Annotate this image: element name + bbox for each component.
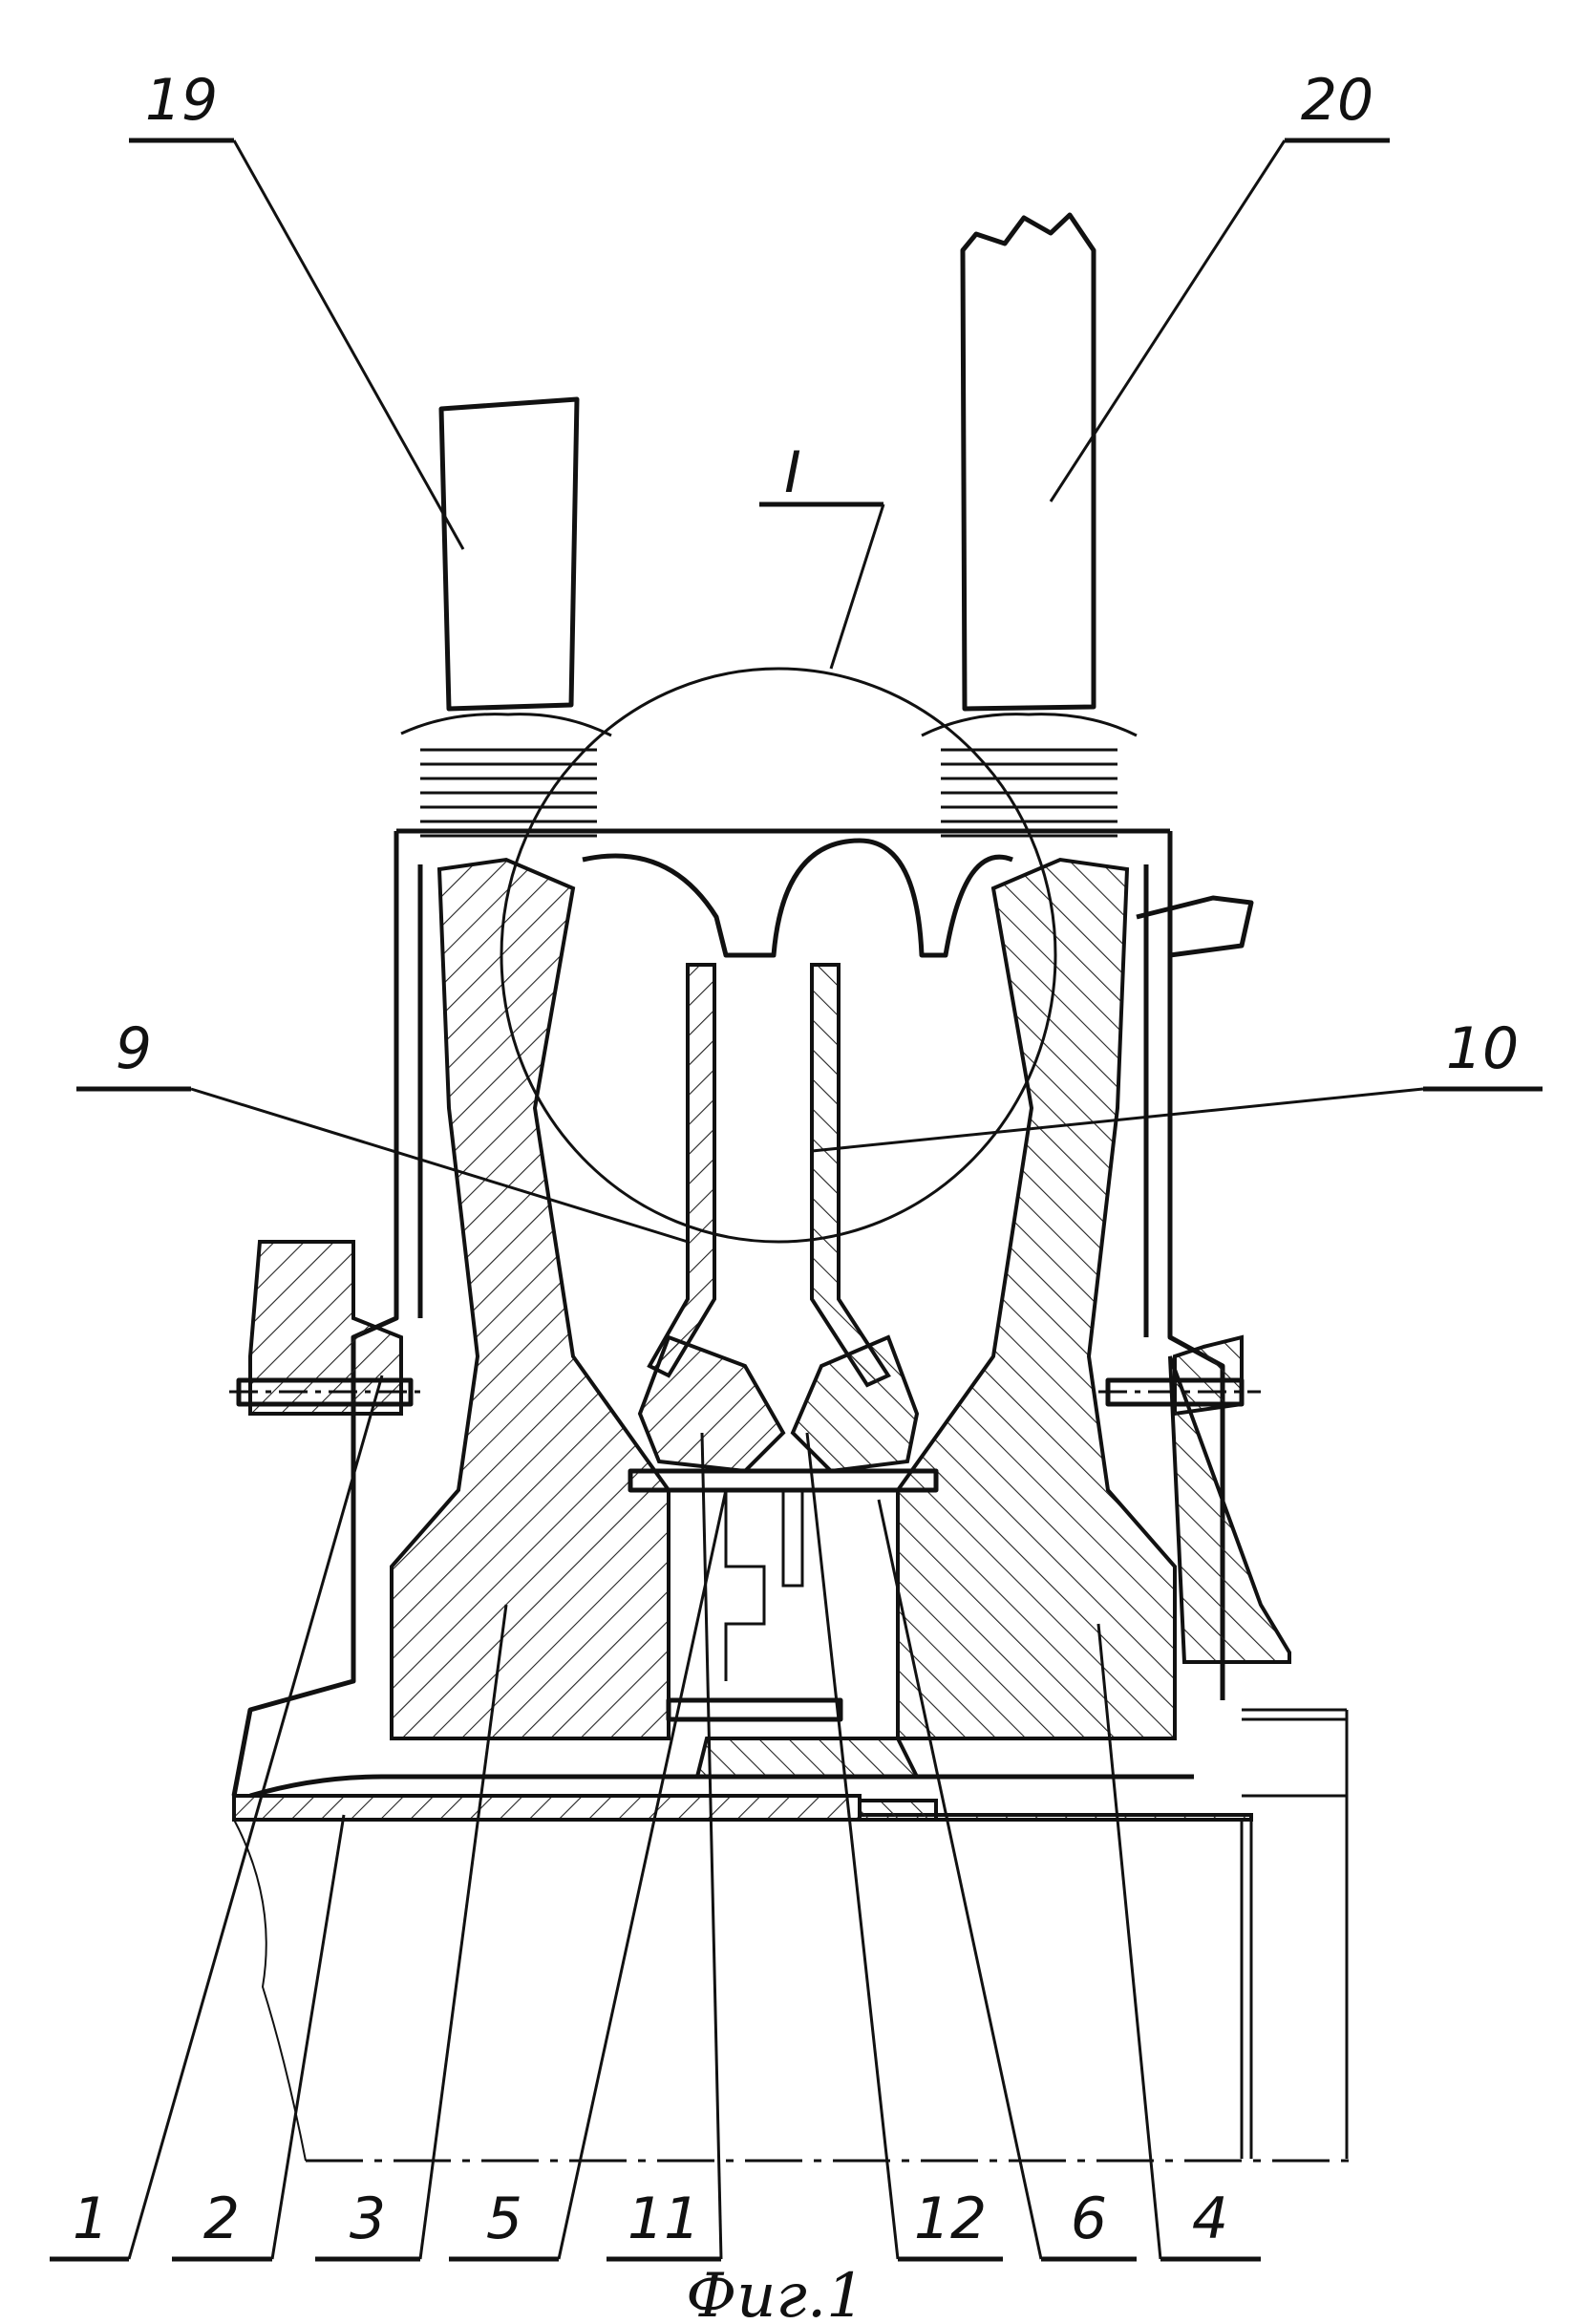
- left-disk: [392, 860, 669, 1738]
- label-12: 12: [914, 2185, 987, 2252]
- figure-caption: Фиг.1: [686, 2261, 865, 2324]
- label-19: 19: [145, 67, 218, 134]
- label-1: 1: [73, 2185, 109, 2252]
- label-4: 4: [1192, 2185, 1228, 2252]
- label-2: 2: [203, 2185, 240, 2252]
- label-5: 5: [486, 2185, 522, 2252]
- label-9: 9: [116, 1015, 152, 1082]
- label-20: 20: [1301, 67, 1373, 134]
- label-6: 6: [1071, 2185, 1107, 2252]
- left-blade-19: [401, 399, 611, 836]
- detail-mark-label: I: [784, 439, 801, 506]
- shaft: [234, 1700, 1347, 2159]
- label-10: 10: [1446, 1015, 1519, 1082]
- right-disk: [898, 860, 1175, 1738]
- label-11: 11: [628, 2185, 700, 2252]
- right-blade-20: [922, 215, 1137, 836]
- label-3: 3: [350, 2185, 386, 2252]
